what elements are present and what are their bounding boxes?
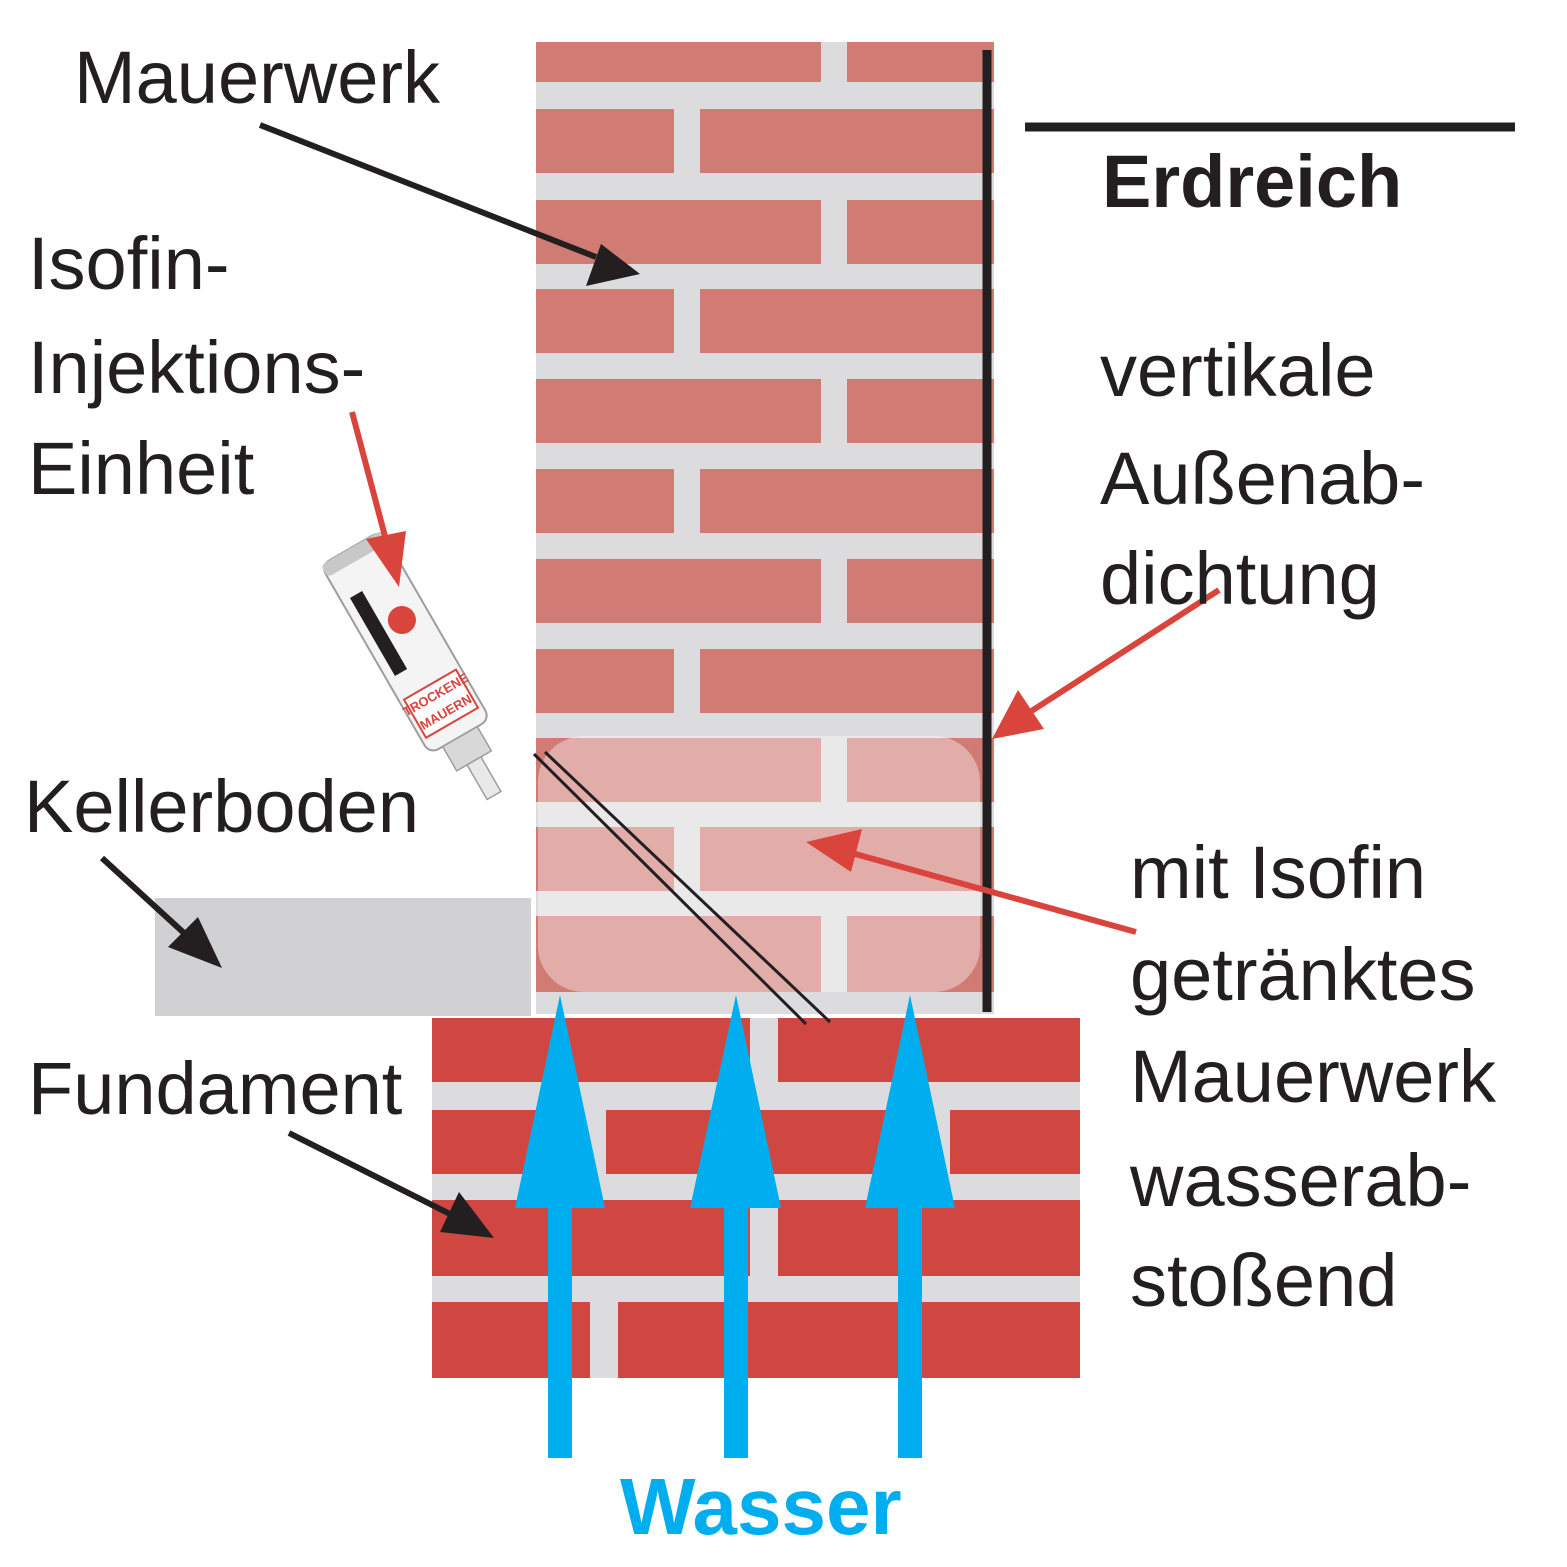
label-wasser: Wasser xyxy=(620,1462,902,1551)
fundament-pointer-arrow xyxy=(287,1130,494,1238)
up-arrow-icon xyxy=(690,995,781,1458)
impregnated-masonry-zone xyxy=(538,736,980,992)
label-vertikal-line3: dichtung xyxy=(1100,537,1380,620)
label-isofin-line1: Isofin- xyxy=(28,222,230,305)
label-getraenkt-line4: wasserab- xyxy=(1129,1139,1471,1222)
upper-wall xyxy=(536,42,994,1014)
kellerboden-pointer-arrow xyxy=(99,855,222,968)
label-getraenkt-line2: getränktes xyxy=(1130,933,1476,1016)
label-vertikal-line1: vertikale xyxy=(1100,329,1376,412)
label-isofin-line2: Injektions- xyxy=(28,326,365,409)
membrane-pointer-arrow xyxy=(992,587,1221,739)
up-arrow-icon xyxy=(865,995,955,1458)
label-kellerboden: Kellerboden xyxy=(24,765,419,848)
cartridge-tube-icon: TROCKENE MAUERN xyxy=(322,532,502,801)
label-getraenkt-line3: Mauerwerk xyxy=(1130,1035,1497,1118)
basement-floor xyxy=(155,898,531,1016)
label-getraenkt-line1: mit Isofin xyxy=(1130,831,1426,914)
label-erdreich: Erdreich xyxy=(1102,140,1402,223)
label-getraenkt-line5: stoßend xyxy=(1130,1239,1397,1322)
impregnated-pointer-arrow xyxy=(806,829,1137,935)
injection-needle xyxy=(532,750,832,1026)
black-pointers xyxy=(99,122,640,1238)
label-isofin-line3: Einheit xyxy=(28,427,255,510)
water-arrows xyxy=(515,995,955,1458)
label-fundament: Fundament xyxy=(28,1047,403,1130)
injection-unit-pointer-arrow xyxy=(349,411,406,587)
mauerwerk-pointer-arrow xyxy=(258,122,640,286)
red-pointers xyxy=(349,411,1221,935)
label-mauerwerk: Mauerwerk xyxy=(74,36,441,119)
up-arrow-icon xyxy=(515,995,605,1458)
label-vertikal-line2: Außenab- xyxy=(1100,437,1425,520)
